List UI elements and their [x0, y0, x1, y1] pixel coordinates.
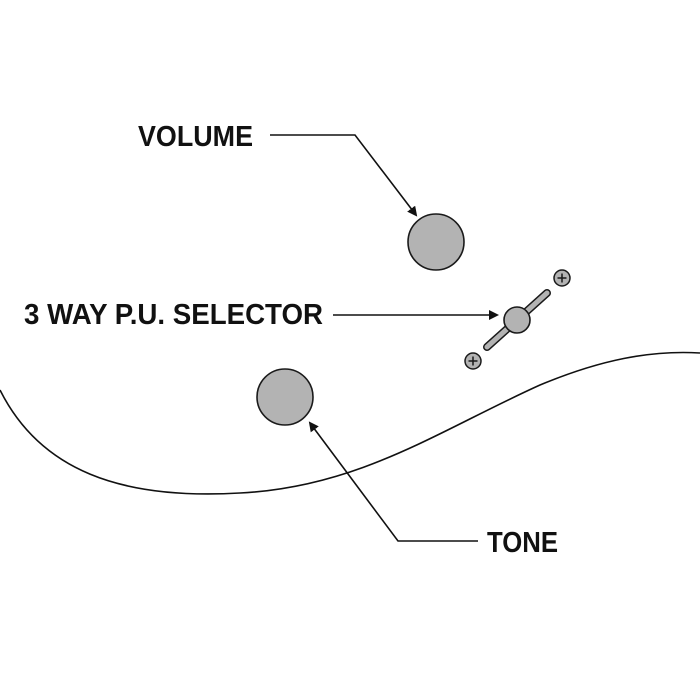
volume-leader-arrow: [270, 134, 418, 217]
screw-bottom-icon: [464, 352, 482, 370]
selector-knob: [503, 306, 531, 334]
tone-leader-arrow: [308, 421, 478, 542]
volume-knob: [407, 213, 465, 271]
tone-knob: [256, 368, 314, 426]
selector-label: 3 WAY P.U. SELECTOR: [24, 299, 323, 331]
volume-label: VOLUME: [138, 121, 253, 153]
pickup-selector-switch: [464, 269, 571, 370]
screw-top-icon: [553, 269, 571, 287]
tone-label: TONE: [487, 527, 558, 559]
guitar-body-outline: [0, 351, 700, 495]
